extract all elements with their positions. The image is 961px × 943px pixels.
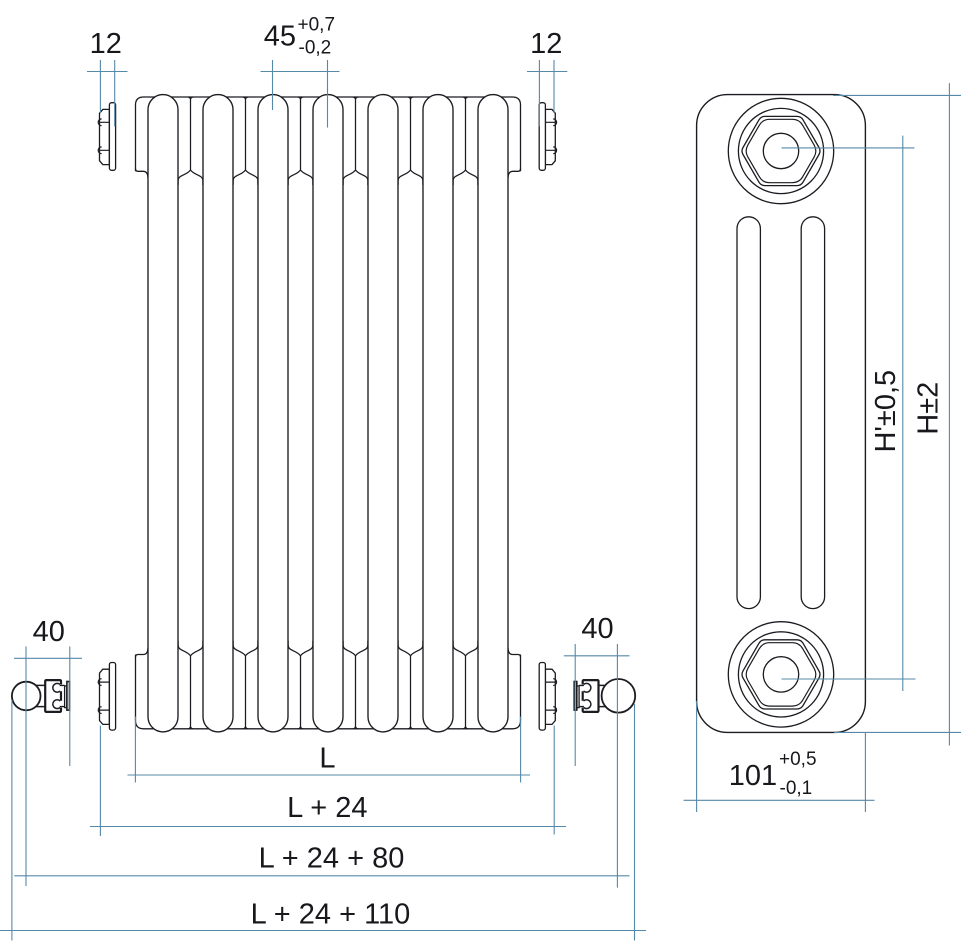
svg-text:-0,1: -0,1 xyxy=(780,778,813,799)
svg-text:+0,5: +0,5 xyxy=(779,749,817,770)
svg-text:H'±0,5: H'±0,5 xyxy=(870,370,902,453)
svg-text:12: 12 xyxy=(530,28,562,60)
svg-text:-0,2: -0,2 xyxy=(299,37,332,58)
svg-text:+0,7: +0,7 xyxy=(298,15,336,36)
svg-text:12: 12 xyxy=(90,28,122,60)
svg-text:H±2: H±2 xyxy=(913,382,945,435)
svg-text:L + 24: L + 24 xyxy=(287,792,367,824)
svg-text:45: 45 xyxy=(264,21,296,53)
svg-text:40: 40 xyxy=(33,616,65,648)
svg-text:L: L xyxy=(319,743,335,775)
svg-text:40: 40 xyxy=(581,613,613,645)
svg-text:L + 24 + 110: L + 24 + 110 xyxy=(251,899,411,931)
svg-text:101: 101 xyxy=(729,760,777,792)
svg-text:L + 24 + 80: L + 24 + 80 xyxy=(259,843,405,875)
